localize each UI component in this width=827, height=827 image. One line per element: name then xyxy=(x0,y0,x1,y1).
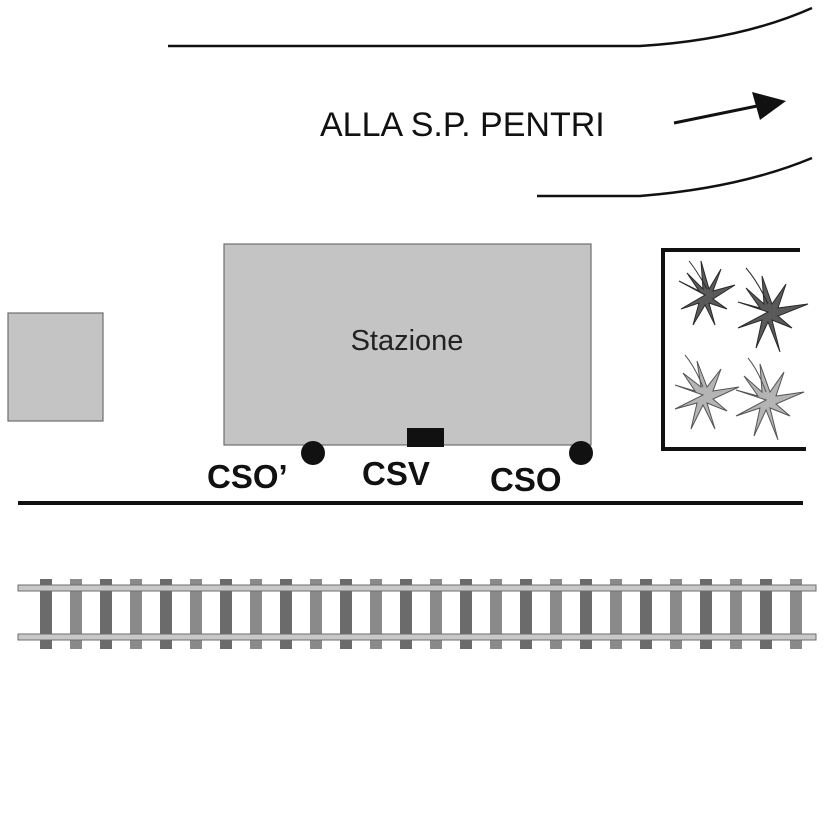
rail-tie xyxy=(610,579,622,649)
plant-icon xyxy=(737,267,809,353)
road-label: ALLA S.P. PENTRI xyxy=(320,106,605,144)
rail-tie xyxy=(130,579,142,649)
rail-tie xyxy=(730,579,742,649)
rail-tie xyxy=(340,579,352,649)
rail-tie xyxy=(550,579,562,649)
rail-tie xyxy=(100,579,112,649)
rail xyxy=(17,633,817,641)
plant-icon xyxy=(674,354,740,430)
rail-tie xyxy=(670,579,682,649)
sensor-csv-label: CSV xyxy=(362,455,430,492)
rail-tie xyxy=(400,579,412,649)
rail-tie xyxy=(250,579,262,649)
road-edge-top xyxy=(168,6,813,48)
rail-tie xyxy=(370,579,382,649)
rail-tie xyxy=(760,579,772,649)
plant-icon xyxy=(735,357,805,441)
rail-tie xyxy=(280,579,292,649)
rail-tie xyxy=(220,579,232,649)
rail-tie xyxy=(70,579,82,649)
rail-tie xyxy=(40,579,52,649)
rail xyxy=(17,584,817,592)
road-edge-bottom xyxy=(537,156,813,198)
rail-tie xyxy=(520,579,532,649)
station-label: Stazione xyxy=(351,325,464,357)
rail-tie xyxy=(160,579,172,649)
sensor-cso-prime-marker xyxy=(301,441,325,465)
side-building xyxy=(7,312,104,422)
garden-enclosure xyxy=(661,248,806,451)
rail-tie xyxy=(310,579,322,649)
railway-track xyxy=(17,579,817,649)
plant-icon xyxy=(678,260,736,326)
sensor-cso-prime-label: CSO’ xyxy=(207,458,288,495)
sensor-cso-label: CSO xyxy=(490,461,562,498)
rail-tie xyxy=(430,579,442,649)
rail-tie xyxy=(640,579,652,649)
direction-arrow-icon xyxy=(673,92,786,125)
sensor-csv-marker xyxy=(407,428,444,447)
rail-tie xyxy=(460,579,472,649)
rail-tie xyxy=(490,579,502,649)
rail-tie xyxy=(700,579,712,649)
rail-tie xyxy=(790,579,802,649)
sensor-cso-marker xyxy=(569,441,593,465)
rail-tie xyxy=(190,579,202,649)
rail-tie xyxy=(580,579,592,649)
station-building xyxy=(223,243,592,446)
